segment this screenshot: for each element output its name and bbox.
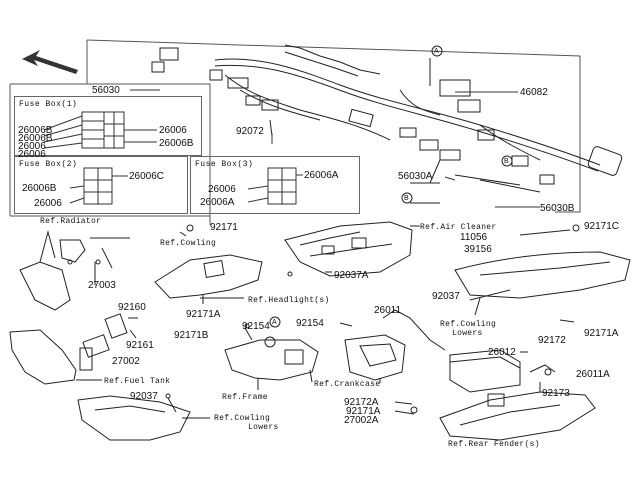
ref-rear-fender: Ref.Rear Fender(s) xyxy=(448,440,540,449)
ref-crankcase: Ref.Crankcase xyxy=(314,380,381,389)
ref-headlight: Ref.Headlight(s) xyxy=(248,296,330,305)
fuse-box-1-left-label-3: 26006 xyxy=(18,141,46,152)
fuse-box-1-fuses xyxy=(43,111,157,149)
part-26011A: 26011A xyxy=(576,369,610,380)
fuse-box-1-right-label-1: 26006 xyxy=(159,125,187,136)
radiator-bracket-drawing xyxy=(19,230,130,311)
callout-a-mid: A xyxy=(272,319,277,326)
ref-cowling-lowers-left-2: Lowers xyxy=(248,423,279,432)
part-92171-top: 92171 xyxy=(210,222,238,233)
fuse-box-2-right-label: 26006C xyxy=(129,171,165,182)
part-92171A-left: 92171A xyxy=(186,309,221,320)
fuse-box-3-fuses xyxy=(247,167,303,205)
fuse-box-3-panel: Fuse Box(3) xyxy=(190,156,360,214)
ref-radiator: Ref.Radiator xyxy=(40,217,102,226)
battery-drawing xyxy=(449,349,556,393)
front-direction-arrow-icon xyxy=(22,50,78,74)
cowling-bracket-drawing xyxy=(154,224,263,304)
part-92171B: 92171B xyxy=(174,330,209,341)
fuse-box-1-title: Fuse Box(1) xyxy=(19,100,78,109)
part-27003: 27003 xyxy=(88,280,116,291)
crankcase-sensor-drawing xyxy=(344,309,446,383)
fuel-tank-cover-drawing xyxy=(9,313,138,385)
part-26011: 26011 xyxy=(374,305,402,316)
part-92171A-bottom: 92171A xyxy=(346,406,381,417)
lower-cowling-left-drawing xyxy=(77,393,210,441)
part-56030A: 56030A xyxy=(398,171,433,182)
part-92171C: 92171C xyxy=(584,221,620,232)
ref-cowling-lowers-right-2: Lowers xyxy=(452,329,483,338)
part-92037-bottom: 92037 xyxy=(130,391,158,402)
part-56030B: 56030B xyxy=(540,203,575,214)
callout-b-top: B xyxy=(504,158,509,165)
ref-cowling-lowers-right-1: Ref.Cowling xyxy=(440,320,497,329)
part-92171A-right: 92171A xyxy=(584,328,619,339)
part-39156: 39156 xyxy=(464,244,492,255)
fuse-box-2-left-label-1: 26006B xyxy=(22,183,57,194)
frame-bracket-drawing xyxy=(224,322,353,390)
part-92154-b: 92154 xyxy=(296,318,324,329)
rear-fender-drawing xyxy=(394,382,596,441)
fuse-box-3-title: Fuse Box(3) xyxy=(195,160,254,169)
part-27002: 27002 xyxy=(112,356,140,367)
fuse-box-1-left-label-4: 26006 xyxy=(18,149,46,160)
callout-b-mid: B xyxy=(404,195,409,202)
part-92154-a: 92154 xyxy=(242,321,270,332)
part-92072: 92072 xyxy=(236,126,264,137)
part-92172A: 92172A xyxy=(344,397,379,408)
ref-frame: Ref.Frame xyxy=(222,393,268,402)
part-92172: 92172 xyxy=(538,335,566,346)
ref-cowling: Ref.Cowling xyxy=(160,239,217,248)
fuse-box-3-right-label: 26006A xyxy=(304,170,339,181)
part-92037-right: 92037 xyxy=(432,291,460,302)
ref-cowling-lowers-left-1: Ref.Cowling xyxy=(214,414,271,423)
fuse-box-1-right-label-2: 26006B xyxy=(159,138,194,149)
fuse-box-2-panel: Fuse Box(2) xyxy=(14,156,188,214)
fuse-box-1-panel: Fuse Box(1) xyxy=(14,96,202,156)
main-harness-drawing xyxy=(151,44,623,328)
fuse-box-2-left-label-2: 26006 xyxy=(34,198,62,209)
ref-air-cleaner: Ref.Air Cleaner xyxy=(420,223,497,232)
callout-a-top: A xyxy=(434,48,439,55)
part-11056: 11056 xyxy=(460,232,488,243)
part-26012: 26012 xyxy=(488,347,516,358)
part-46082: 46082 xyxy=(520,87,548,98)
ref-fuel-tank: Ref.Fuel Tank xyxy=(104,377,171,386)
rear-cowling-bracket-drawing xyxy=(454,224,631,323)
fuse-box-1-left-label-2: 26006B xyxy=(18,133,53,144)
part-92037A: 92037A xyxy=(334,270,369,281)
fuse-box-2-title: Fuse Box(2) xyxy=(19,160,78,169)
fuse-box-3-left-label-2: 26006A xyxy=(200,197,235,208)
part-27002A: 27002A xyxy=(344,415,379,426)
part-92173: 92173 xyxy=(542,388,570,399)
fuse-box-3-left-label-1: 26006 xyxy=(208,184,236,195)
part-92161: 92161 xyxy=(126,340,154,351)
fuse-box-1-left-label-1: 26006B xyxy=(18,125,53,136)
fuse-box-2-fuses xyxy=(69,167,128,205)
air-cleaner-bracket-drawing xyxy=(284,221,420,277)
part-92160: 92160 xyxy=(118,302,146,313)
part-56030: 56030 xyxy=(92,85,120,96)
